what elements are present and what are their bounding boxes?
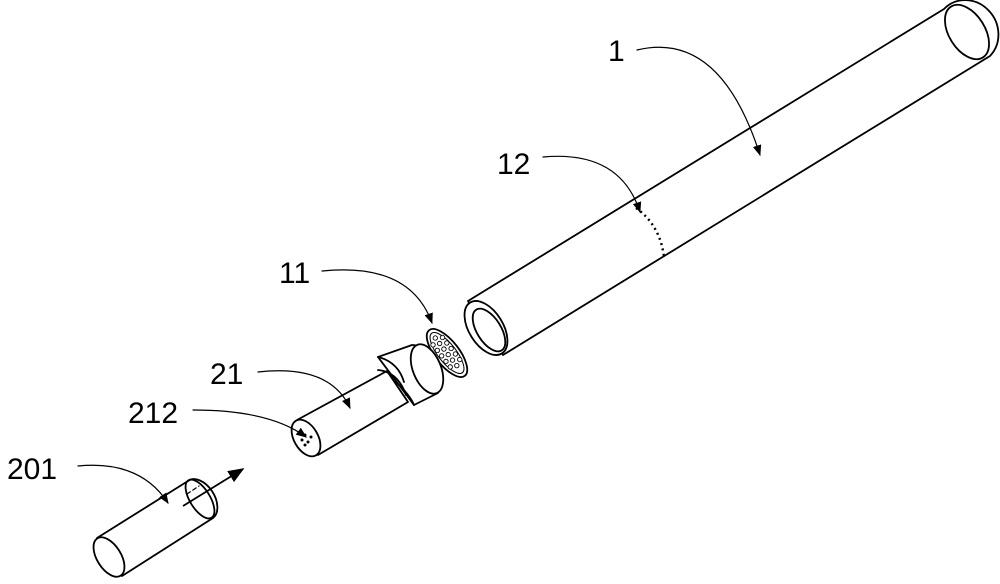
- seam-dotted-line: [635, 207, 666, 258]
- label-1: 1: [608, 35, 625, 68]
- leader-11: [321, 269, 433, 325]
- label-21: 21: [210, 358, 243, 391]
- leader-lines: [77, 46, 762, 504]
- outer-tube: [463, 0, 1000, 356]
- label-11: 11: [279, 257, 310, 290]
- label-201: 201: [7, 453, 57, 486]
- inner-sleeve: [290, 343, 445, 458]
- leader-12: [542, 155, 642, 214]
- leader-212: [192, 409, 307, 438]
- filter-disc: [425, 328, 469, 378]
- leader-201: [77, 464, 169, 504]
- assembly-arrow: [182, 468, 245, 507]
- leader-1: [636, 46, 762, 157]
- leader-21: [257, 370, 351, 409]
- label-12: 12: [497, 148, 530, 181]
- label-212: 212: [128, 397, 178, 430]
- plug-cylinder: [92, 478, 219, 578]
